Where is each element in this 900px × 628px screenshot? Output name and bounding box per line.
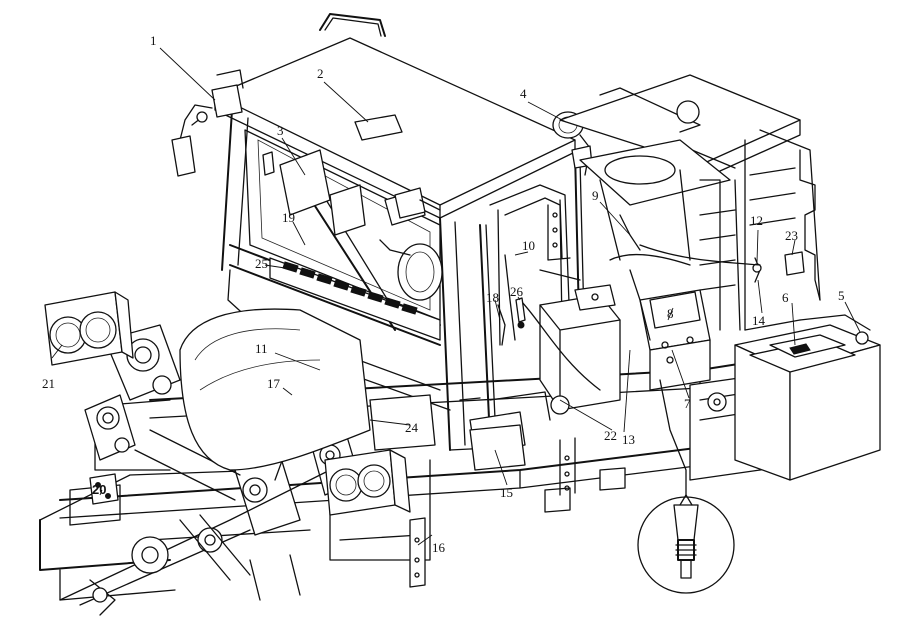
callout-10: 10 [522, 238, 535, 253]
battery-disconnect-20 [89, 473, 119, 505]
battery-box [734, 314, 881, 481]
wiring-harness [519, 244, 761, 391]
sensor-bracket-23 [784, 251, 805, 276]
sensor-detail-inset [637, 379, 735, 594]
callout-17: 17 [267, 376, 281, 391]
callout-15: 15 [500, 485, 513, 500]
dashboard-switch-panel [282, 261, 418, 315]
callout-1: 1 [150, 33, 157, 48]
callout-18: 18 [486, 290, 499, 305]
callout-26: 26 [510, 284, 524, 299]
callout-24: 24 [405, 420, 419, 435]
callout-3: 3 [277, 123, 284, 138]
right-headlamp-assembly [324, 449, 411, 516]
bracket-18 [497, 304, 506, 346]
callout-8: 8 [667, 306, 674, 321]
callout-4: 4 [520, 86, 527, 101]
switch-12 [752, 257, 762, 283]
callout-leader-lines [51, 47, 861, 546]
callout-11: 11 [255, 341, 268, 356]
callout-5: 5 [838, 288, 845, 303]
cab-side-window-24 [369, 394, 436, 451]
callout-12: 12 [750, 213, 763, 228]
callout-2: 2 [317, 66, 324, 81]
callout-labels: 1 2 3 4 5 6 7 8 9 10 11 12 13 14 15 16 1… [42, 33, 845, 555]
toolbox-15 [469, 424, 526, 471]
left-headlamp-assembly [44, 291, 134, 366]
callout-23: 23 [785, 228, 798, 243]
callout-13: 13 [622, 432, 635, 447]
left-mirror-and-work-lamp [171, 69, 244, 177]
callout-6: 6 [782, 290, 789, 305]
callout-9: 9 [592, 188, 599, 203]
callout-16: 16 [432, 540, 446, 555]
callout-7: 7 [684, 396, 691, 411]
ground-strap-9 [619, 214, 641, 251]
callout-21: 21 [42, 376, 55, 391]
sensor-26 [515, 297, 526, 329]
fan-shroud-cover [179, 308, 371, 471]
right-mirror [394, 187, 441, 219]
callout-20: 20 [92, 482, 106, 497]
callout-22: 22 [604, 428, 617, 443]
relay-box-8 [649, 291, 701, 329]
callout-19: 19 [282, 210, 295, 225]
callout-14: 14 [752, 313, 766, 328]
fuel-tank-22 [539, 284, 621, 415]
engine-hood [559, 74, 821, 331]
callout-25: 25 [255, 256, 268, 271]
cable-10 [504, 254, 516, 341]
